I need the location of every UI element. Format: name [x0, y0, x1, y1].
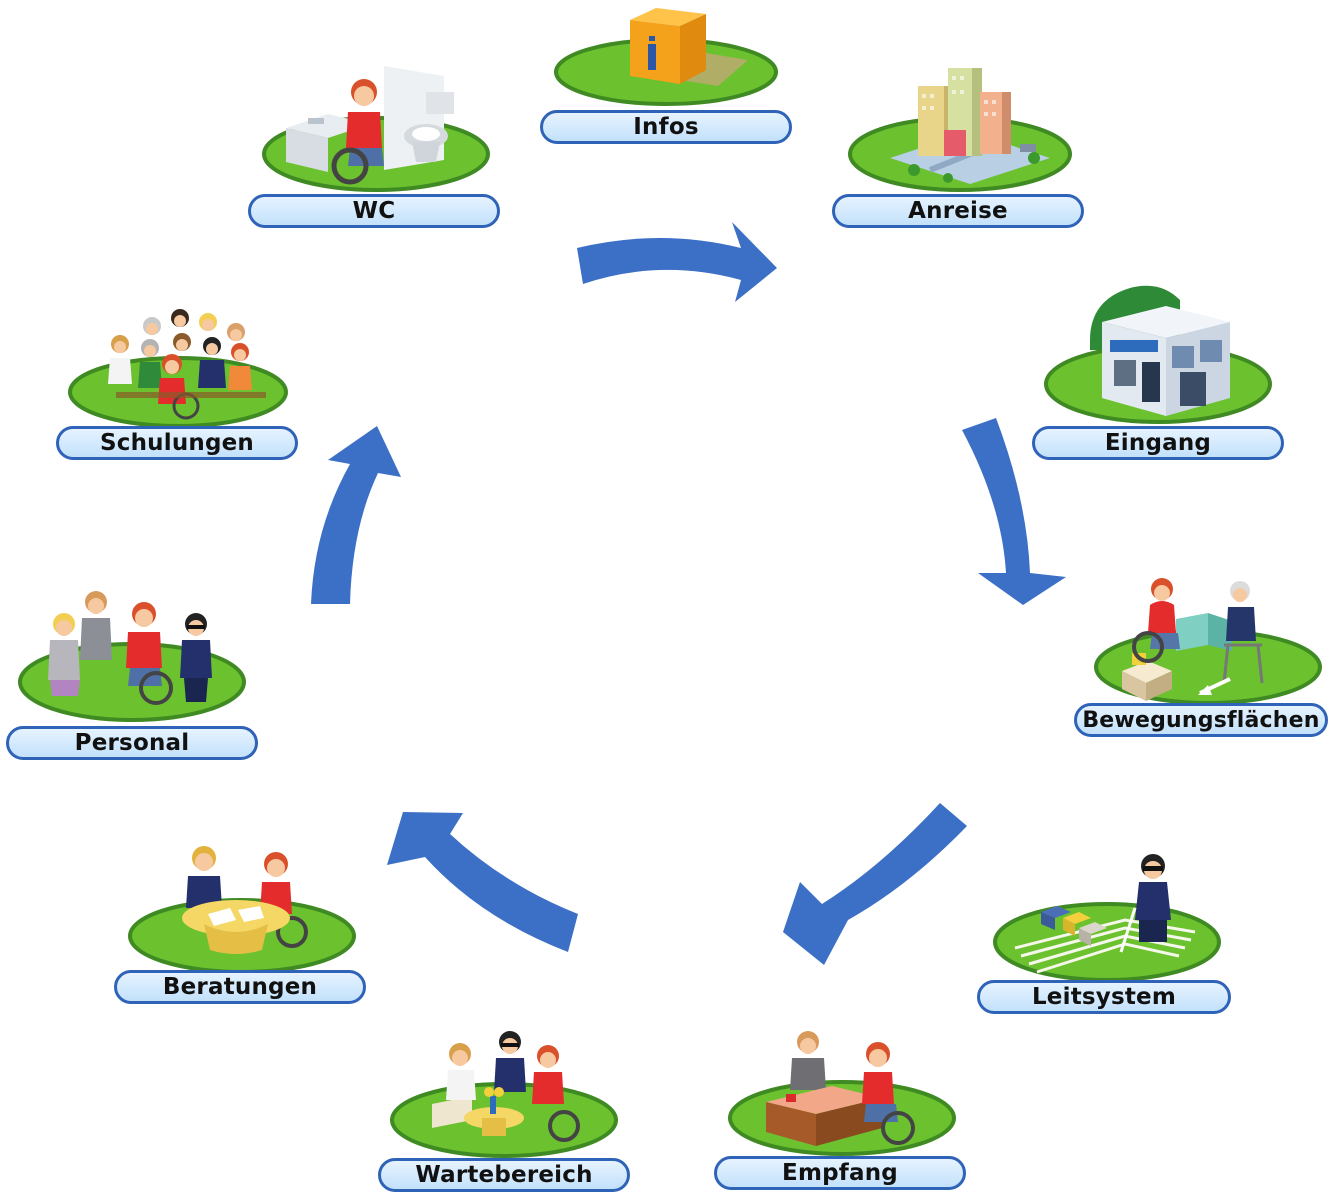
station-infos[interactable]: Infos: [538, 6, 794, 146]
staff-group-icon: [18, 591, 246, 722]
tactile-guidance-icon: [993, 854, 1221, 982]
station-eingang[interactable]: Eingang: [1030, 280, 1286, 464]
label-wc: WC: [248, 194, 500, 228]
info-box-icon: [554, 8, 778, 106]
accessible-toilet-icon: [262, 66, 490, 192]
reception-desk-icon: [728, 1031, 956, 1156]
label-infos: Infos: [540, 110, 792, 144]
station-beratungen[interactable]: Beratungen: [112, 840, 368, 1008]
arrow-bottom-right: [783, 803, 967, 965]
movement-area-icon: [1094, 578, 1322, 705]
label-schulungen: Schulungen: [56, 426, 298, 460]
station-empfang[interactable]: Empfang: [712, 1028, 968, 1194]
building-entrance-icon: [1044, 285, 1272, 424]
station-personal[interactable]: Personal: [4, 588, 260, 766]
waiting-area-icon: [390, 1031, 618, 1158]
arrow-left: [311, 426, 401, 604]
station-wc[interactable]: WC: [246, 62, 502, 232]
label-empfang: Empfang: [714, 1156, 966, 1190]
label-anreise: Anreise: [832, 194, 1084, 228]
city-arrival-icon: [848, 68, 1072, 192]
training-audience-icon: [68, 309, 288, 428]
station-anreise[interactable]: Anreise: [830, 62, 1086, 232]
arrow-top: [577, 222, 777, 302]
station-wartebereich[interactable]: Wartebereich: [376, 1026, 632, 1194]
consultation-table-icon: [128, 846, 356, 974]
label-leitsystem: Leitsystem: [977, 980, 1231, 1014]
label-wartebereich: Wartebereich: [378, 1158, 630, 1192]
station-bewegungsflaechen[interactable]: Bewegungsflächen: [1072, 575, 1330, 745]
station-leitsystem[interactable]: Leitsystem: [975, 848, 1233, 1022]
label-beratungen: Beratungen: [114, 970, 366, 1004]
label-personal: Personal: [6, 726, 258, 760]
station-schulungen[interactable]: Schulungen: [54, 302, 300, 466]
label-bewegungsflaechen: Bewegungsflächen: [1074, 703, 1328, 737]
label-eingang: Eingang: [1032, 426, 1284, 460]
arrow-bottom-left: [387, 812, 578, 952]
